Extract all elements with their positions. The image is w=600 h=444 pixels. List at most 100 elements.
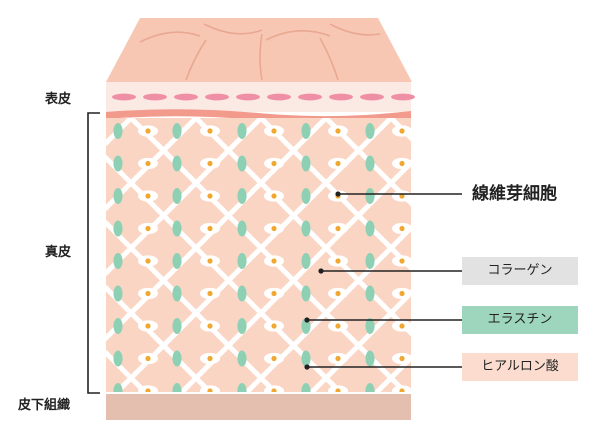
elastin-node	[172, 350, 182, 367]
fibroblast-cell	[392, 125, 411, 137]
epidermis-label: 表皮	[45, 92, 72, 107]
elastin-leader-dot	[304, 317, 310, 323]
skin-surface-ridges	[139, 23, 381, 81]
elastin-node	[301, 123, 311, 139]
elastin-node	[365, 285, 375, 302]
elastin-node	[237, 155, 247, 172]
basal-cell	[329, 93, 353, 101]
skin-surface	[106, 18, 412, 82]
elastin-node	[237, 383, 247, 392]
fibroblast-cell	[264, 255, 284, 267]
elastin-node	[237, 188, 247, 204]
basal-cell	[174, 93, 198, 101]
elastin-node	[113, 123, 123, 139]
fibroblast-cell	[200, 385, 220, 392]
elastin-node	[237, 253, 247, 269]
fibroblast-cell	[328, 385, 348, 392]
collagen-fiber	[456, 118, 600, 392]
fibroblast-cell	[392, 190, 411, 202]
elastin-node	[301, 350, 311, 367]
collagen-fiber	[244, 224, 411, 392]
elastin-label: エラスチン	[462, 306, 578, 334]
collagen-fiber	[442, 118, 600, 392]
fibroblast-cell	[264, 190, 284, 202]
elastin-node	[172, 123, 182, 139]
dermis-bracket	[87, 112, 100, 394]
fibroblast-cell	[328, 287, 348, 300]
elastin-node	[365, 253, 375, 269]
elastin-node	[113, 350, 123, 367]
elastin-node	[237, 220, 247, 237]
basal-cells	[112, 93, 415, 101]
fibroblast-cell	[328, 320, 348, 332]
fibroblast-leader-dot	[335, 191, 341, 197]
fibroblast-cell	[138, 157, 158, 170]
elastin-node	[172, 220, 182, 237]
elastin-node	[301, 253, 311, 269]
elastin-nodes	[113, 123, 375, 392]
fibroblast-cell	[264, 352, 284, 365]
elastin-node	[172, 318, 182, 334]
elastin-node	[172, 383, 182, 392]
elastin-node	[237, 318, 247, 334]
collagen-fiber	[388, 118, 411, 142]
elastin-node	[365, 318, 375, 334]
elastin-node	[113, 285, 123, 302]
fibroblast-cell	[200, 157, 220, 170]
fibroblast-cell	[328, 255, 348, 267]
fibroblast-cell	[138, 287, 158, 300]
collagen-leader-dot	[318, 268, 324, 274]
fibroblast-cell	[138, 352, 158, 365]
fibroblast-cells	[138, 125, 411, 392]
fibroblast-cell	[392, 385, 411, 392]
fibroblast-cell	[328, 222, 348, 235]
fibroblast-cell	[264, 385, 284, 392]
elastin-node	[365, 383, 375, 392]
elastin-node	[172, 155, 182, 172]
collagen-fiber	[521, 118, 600, 392]
fibroblast-cell	[138, 125, 158, 137]
basal-cell	[360, 93, 384, 101]
fibroblast-cell	[138, 222, 158, 235]
basal-cell	[205, 93, 229, 101]
fibroblast-cell	[200, 222, 220, 235]
fibroblast-cell	[264, 125, 284, 137]
hyaluronic-acid-label: ヒアルロン酸	[462, 353, 578, 381]
elastin-node	[365, 220, 375, 237]
elastin-node	[301, 155, 311, 172]
basal-cell	[143, 93, 167, 101]
fibroblast-cell	[200, 125, 220, 137]
elastin-node	[113, 318, 123, 334]
elastin-node	[365, 350, 375, 367]
fibroblast-cell	[200, 255, 220, 267]
elastin-node	[365, 123, 375, 139]
fibroblast-cell	[264, 320, 284, 332]
elastin-node	[301, 383, 311, 392]
fibroblast-cell	[264, 157, 284, 170]
basal-cell	[112, 93, 136, 101]
fibroblast-cell	[392, 352, 411, 365]
fibroblast-cell	[328, 125, 348, 137]
fibroblast-label: 線維芽細胞	[472, 184, 557, 204]
fibroblast-cell	[138, 385, 158, 392]
collagen-fiber	[309, 289, 411, 392]
fibroblast-cell	[200, 190, 220, 202]
fibroblast-cell	[264, 287, 284, 300]
fibroblast-cell	[392, 255, 411, 267]
elastin-node	[365, 155, 375, 172]
basal-cell	[391, 93, 415, 101]
elastin-node	[113, 383, 123, 392]
basal-cell	[298, 93, 322, 101]
elastin-node	[172, 188, 182, 204]
fibroblast-cell	[138, 255, 158, 267]
elastin-node	[113, 188, 123, 204]
fibroblast-cell	[138, 190, 158, 202]
elastin-node	[113, 155, 123, 172]
elastin-node	[237, 285, 247, 302]
fibroblast-cell	[138, 320, 158, 332]
elastin-node	[172, 253, 182, 269]
subcutaneous-block	[106, 394, 411, 420]
fibroblast-cell	[392, 320, 411, 332]
